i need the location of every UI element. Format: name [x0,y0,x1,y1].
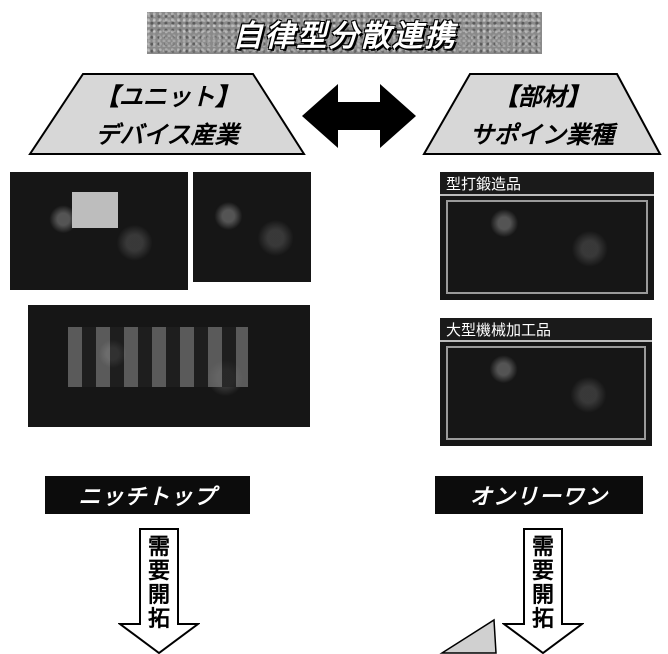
machined-parts-panel: 大型機械加工品 [440,318,652,446]
left-arrow-char: 要 [147,559,170,584]
unit-photo-2 [193,172,311,282]
right-arrow-char: 需 [531,535,554,560]
right-heading-line2: サポイン業種 [470,121,614,150]
right-trapezoid [422,73,662,155]
forged-parts-panel: 型打鍛造品 [440,172,654,300]
machined-parts-caption: 大型機械加工品 [440,318,652,342]
unit-photo-3-components [68,327,248,387]
right-arrow-char: 要 [531,559,554,584]
left-heading-line2: デバイス産業 [95,121,239,150]
double-arrow-icon [302,84,416,148]
forged-parts-caption: 型打鍛造品 [440,172,654,196]
left-arrow-char: 拓 [147,607,170,632]
left-heading: 【ユニット】 デバイス産業 [28,78,306,155]
unit-photo-1-highlight [72,192,118,228]
left-down-arrow-icon [118,528,200,654]
unit-photo-1 [10,172,188,290]
right-arrow-char: 拓 [531,607,554,632]
left-heading-line1: 【ユニット】 [95,83,239,111]
left-arrow-char: 開 [147,583,170,608]
left-arrow-text: 需 要 開 拓 [140,536,178,632]
machined-parts-photo [446,346,646,440]
right-arrow-text: 需 要 開 拓 [524,536,562,632]
right-arrow-char: 開 [531,583,554,608]
niche-top-label: ニッチトップ [45,476,250,514]
right-heading-line1: 【部材】 [494,83,590,111]
diagram-title: 自律型分散連携 [232,19,457,54]
forged-parts-photo [446,200,648,294]
right-heading: 【部材】 サポイン業種 [422,78,662,155]
left-trapezoid [28,73,306,155]
title-banner: 自律型分散連携 [147,12,542,54]
only-one-label: オンリーワン [435,476,643,514]
right-down-arrow-icon [502,528,584,654]
partial-shape-bottom [439,618,497,654]
unit-photo-3 [28,305,310,427]
left-arrow-char: 需 [147,535,170,560]
